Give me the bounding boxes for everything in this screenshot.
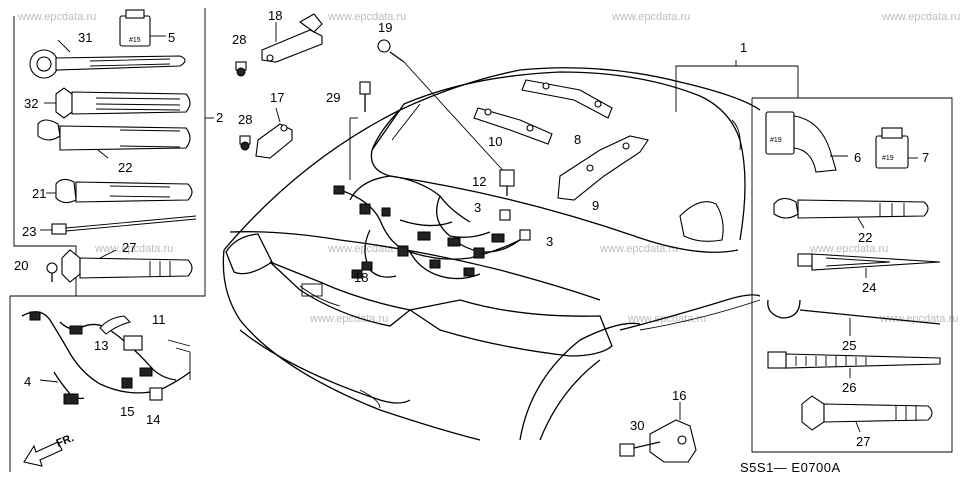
part-24-tie	[797, 253, 941, 278]
callout-21: 21	[32, 186, 46, 201]
callout-27a: 27	[122, 240, 136, 255]
diagram-code: S5S1— E0700A	[740, 460, 841, 475]
callout-32: 32	[24, 96, 38, 111]
part-19-grommet	[377, 39, 509, 177]
callout-31: 31	[78, 30, 92, 45]
engine-harness	[333, 117, 531, 280]
callout-14: 14	[146, 412, 160, 427]
callout-28a: 28	[232, 32, 246, 47]
direction-label: FR.	[55, 432, 76, 450]
callout-17: 17	[270, 90, 284, 105]
part-5-connector-clip: #15	[119, 9, 166, 47]
part-30-bolt	[619, 441, 661, 457]
callout-2: 2	[216, 110, 223, 125]
callout-27b: 27	[856, 434, 870, 449]
callout-7: 7	[922, 150, 929, 165]
part-21-clip	[46, 178, 193, 204]
part-9-bracket	[557, 135, 649, 201]
part-8-rail	[521, 79, 613, 119]
callout-26: 26	[842, 380, 856, 395]
part-3-clip-a	[499, 209, 511, 221]
callout-12: 12	[472, 174, 486, 189]
part-7-connector-clip: #19	[875, 127, 918, 169]
callout-11: 11	[152, 312, 166, 327]
watermark-5: www.epcdata.ru	[94, 243, 173, 255]
callout-3b: 3	[546, 234, 553, 249]
callout-18-harness: 18	[354, 270, 368, 285]
callout-29: 29	[326, 90, 340, 105]
part-3-clip-b	[519, 229, 531, 241]
callout-9: 9	[592, 198, 599, 213]
part-22-clip-left	[37, 119, 191, 159]
watermark-1: www.epcdata.ru	[17, 11, 96, 23]
part-10-rail	[473, 107, 553, 145]
lower-left-harness	[21, 311, 191, 405]
front-direction-arrow: FR.	[23, 432, 76, 467]
callout-3a: 3	[474, 200, 481, 215]
part-27-clip-right	[801, 395, 933, 433]
callout-25: 25	[842, 338, 856, 353]
clip-marking-6: #19	[770, 137, 782, 144]
part-22-clip-right	[773, 197, 929, 229]
car-body	[222, 67, 761, 441]
part-32-clip	[44, 87, 191, 119]
callout-16: 16	[672, 388, 686, 403]
part-20-bolt	[46, 262, 58, 282]
watermark-8: www.epcdata.ru	[809, 243, 888, 255]
watermarks: www.epcdata.ru www.epcdata.ru www.epcdat…	[17, 11, 960, 325]
watermark-4: www.epcdata.ru	[881, 11, 960, 23]
part-27-clip-left	[61, 249, 193, 283]
callout-20: 20	[14, 258, 28, 273]
part-18-bracket	[261, 13, 323, 63]
callout-22a: 22	[118, 160, 132, 175]
part-16-bracket	[649, 402, 697, 463]
watermark-7: www.epcdata.ru	[599, 243, 678, 255]
watermark-9: www.epcdata.ru	[309, 313, 388, 325]
part-28-bolt-upper	[235, 61, 247, 77]
watermark-10: www.epcdata.ru	[627, 313, 706, 325]
callout-23: 23	[22, 224, 36, 239]
clip-marking-5: #15	[129, 37, 141, 44]
part-28-bolt-lower	[239, 135, 251, 151]
callout-6: 6	[854, 150, 861, 165]
callout-4: 4	[24, 374, 31, 389]
watermark-11: www.epcdata.ru	[879, 313, 958, 325]
callout-10: 10	[488, 134, 502, 149]
callout-8: 8	[574, 132, 581, 147]
part-12-clip	[499, 169, 515, 196]
callout-1: 1	[740, 40, 747, 55]
right-group-bracket	[675, 60, 953, 453]
callout-15: 15	[120, 404, 134, 419]
callout-24: 24	[862, 280, 876, 295]
clip-marking-7: #19	[882, 155, 894, 162]
part-6-connector: #19	[765, 111, 848, 173]
part-17-bracket	[255, 107, 293, 159]
part-23-strip	[40, 215, 197, 235]
callouts: 1 2 3 3 4 5 6 7 8 9 10 11 12 13 14 15 16…	[14, 8, 929, 449]
part-31-ring-clip	[29, 39, 186, 79]
callout-30: 30	[630, 418, 644, 433]
callout-18: 18	[268, 8, 282, 23]
watermark-2: www.epcdata.ru	[327, 11, 406, 23]
part-26-tie	[767, 351, 941, 378]
callout-5: 5	[168, 30, 175, 45]
callout-19: 19	[378, 20, 392, 35]
part-25-hook	[767, 299, 941, 336]
callout-22b: 22	[858, 230, 872, 245]
part-29-bolt	[359, 81, 371, 112]
watermark-3: www.epcdata.ru	[611, 11, 690, 23]
callout-13: 13	[94, 338, 108, 353]
callout-28b: 28	[238, 112, 252, 127]
watermark-6: www.epcdata.ru	[327, 243, 406, 255]
